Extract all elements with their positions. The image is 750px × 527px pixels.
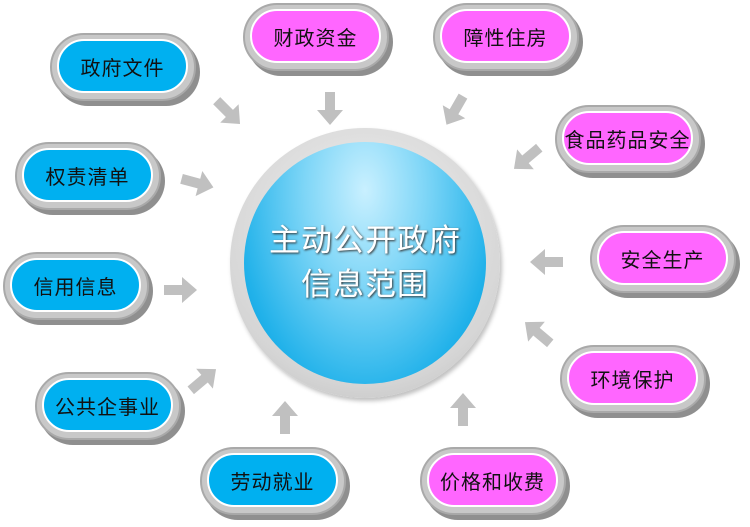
item-fiscal-funds: 财政资金 bbox=[243, 3, 389, 71]
arrow-icon bbox=[164, 277, 197, 303]
arrow-icon bbox=[450, 393, 476, 426]
arrow-icon bbox=[524, 321, 554, 348]
item-employment: 劳动就业 bbox=[200, 447, 346, 515]
item-power-list: 权责清单 bbox=[15, 142, 161, 210]
center-circle: 主动公开政府 信息范围 bbox=[230, 128, 500, 398]
item-food-drug-safety: 食品药品安全 bbox=[555, 105, 701, 173]
item-prices-fees: 价格和收费 bbox=[420, 447, 566, 515]
item-environment: 环境保护 bbox=[560, 345, 706, 413]
arrow-icon bbox=[442, 93, 468, 125]
arrow-icon bbox=[530, 249, 563, 275]
item-public-enterprise: 公共企事业 bbox=[35, 372, 181, 440]
arrow-icon bbox=[272, 401, 298, 434]
item-housing: 障性住房 bbox=[433, 3, 579, 71]
center-title-line1: 主动公开政府 bbox=[269, 223, 461, 259]
arrow-icon bbox=[317, 92, 343, 125]
arrow-icon bbox=[187, 368, 217, 395]
item-gov-documents: 政府文件 bbox=[50, 33, 196, 101]
arrow-icon bbox=[213, 97, 241, 125]
center-title-line2: 信息范围 bbox=[301, 267, 429, 303]
arrow-icon bbox=[180, 170, 214, 197]
item-credit-info: 信用信息 bbox=[3, 252, 149, 320]
arrow-icon bbox=[513, 143, 543, 170]
item-production-safety: 安全生产 bbox=[590, 225, 736, 293]
